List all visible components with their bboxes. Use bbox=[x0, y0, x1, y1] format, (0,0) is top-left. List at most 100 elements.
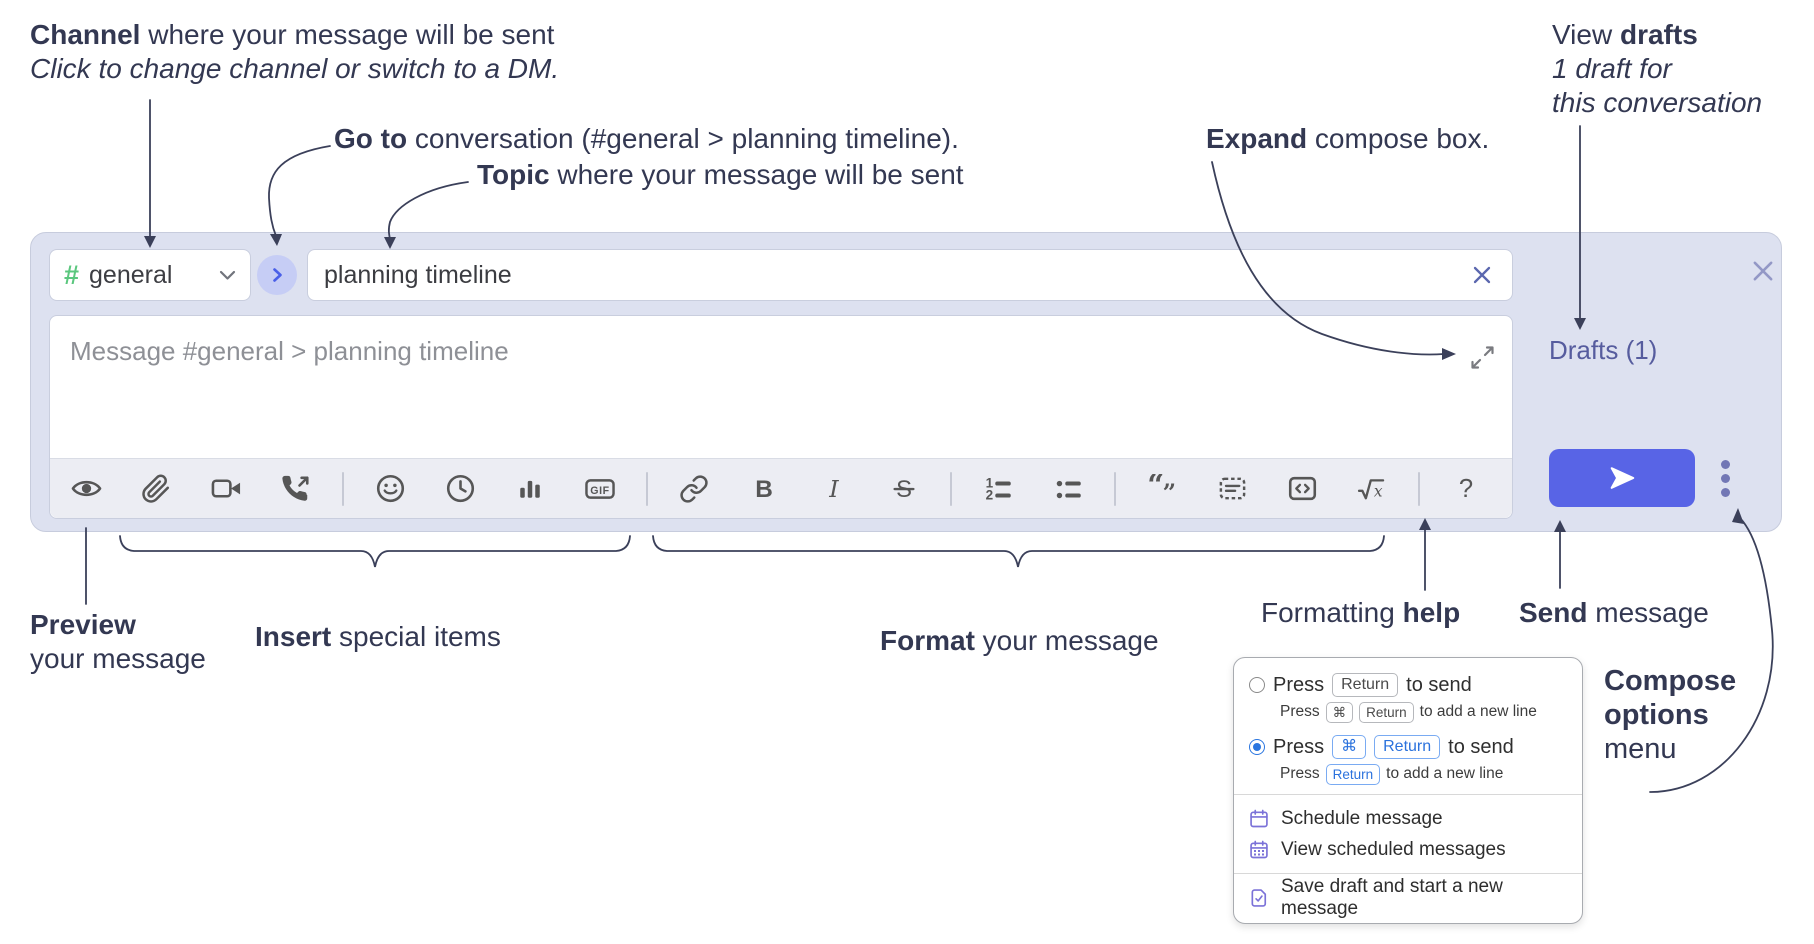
formatting-toolbar: GIF B bbox=[50, 458, 1512, 518]
message-panel: GIF B bbox=[49, 315, 1513, 519]
option-text: to send bbox=[1448, 735, 1514, 758]
calendar-grid-icon bbox=[1250, 840, 1268, 858]
emoji-button[interactable] bbox=[374, 473, 406, 505]
bulleted-list-button[interactable] bbox=[1052, 473, 1084, 505]
gif-icon: GIF bbox=[585, 478, 615, 499]
menu-item-view-scheduled[interactable]: View scheduled messages bbox=[1249, 834, 1567, 865]
question-mark-icon: ? bbox=[1459, 475, 1473, 503]
option-text: Press bbox=[1273, 673, 1325, 696]
menu-item-label: Schedule message bbox=[1281, 807, 1443, 829]
paperclip-icon bbox=[142, 474, 170, 503]
toolbar-divider bbox=[646, 471, 648, 506]
dot bbox=[1721, 474, 1730, 483]
svg-text:GIF: GIF bbox=[590, 484, 609, 496]
menu-item-schedule-message[interactable]: Schedule message bbox=[1249, 803, 1567, 834]
spoiler-icon bbox=[1219, 477, 1245, 500]
numbered-list-icon: 1 2 bbox=[985, 475, 1011, 503]
annotation-send: Send message bbox=[1519, 597, 1709, 628]
bold-button[interactable]: B bbox=[748, 473, 780, 505]
menu-item-label: View scheduled messages bbox=[1281, 838, 1506, 860]
attach-file-button[interactable] bbox=[140, 473, 172, 505]
dot bbox=[1721, 460, 1730, 469]
dot bbox=[1721, 488, 1730, 497]
brace-format bbox=[652, 535, 1385, 568]
phone-outgoing-icon bbox=[282, 475, 309, 501]
send-button[interactable] bbox=[1549, 449, 1695, 507]
math-button[interactable]: x bbox=[1356, 473, 1388, 505]
menu-item-save-draft-new-message[interactable]: Save draft and start a new message bbox=[1249, 876, 1567, 919]
annotation-compose-options: Compose options menu bbox=[1604, 665, 1737, 765]
numbered-list-button[interactable]: 1 2 bbox=[982, 473, 1014, 505]
toolbar-divider bbox=[1418, 471, 1420, 506]
voice-call-button[interactable] bbox=[280, 473, 312, 505]
smiley-icon bbox=[376, 474, 404, 503]
kbd-return: Return bbox=[1332, 673, 1399, 697]
menu-item-label: Save draft and start a new message bbox=[1281, 875, 1503, 919]
message-input[interactable] bbox=[50, 316, 1512, 458]
clear-topic-button[interactable] bbox=[1468, 261, 1496, 289]
video-call-button[interactable] bbox=[210, 473, 242, 505]
code-button[interactable] bbox=[1286, 473, 1318, 505]
expand-compose-button[interactable] bbox=[1467, 342, 1498, 373]
annotation-channel: Channel where your message will be sent … bbox=[30, 19, 560, 84]
svg-text:1: 1 bbox=[985, 475, 993, 490]
annotation-preview: Preview your message bbox=[30, 609, 206, 674]
channel-hash-icon: # bbox=[64, 259, 80, 290]
annotation-expand: Expand compose box. bbox=[1206, 123, 1490, 154]
kbd-return: Return bbox=[1325, 763, 1381, 785]
brace-insert bbox=[119, 535, 631, 568]
video-camera-icon bbox=[211, 479, 240, 498]
global-time-button[interactable] bbox=[444, 473, 476, 505]
italic-button[interactable]: I bbox=[818, 473, 850, 505]
drafts-link[interactable]: Drafts (1) bbox=[1549, 335, 1658, 365]
chevron-down-icon bbox=[219, 270, 236, 280]
option-text: Press bbox=[1273, 735, 1325, 758]
toolbar-divider bbox=[342, 471, 344, 506]
radio-unselected-icon[interactable] bbox=[1249, 677, 1265, 693]
clock-icon bbox=[446, 474, 474, 503]
svg-text:“: “ bbox=[1147, 474, 1164, 502]
close-icon bbox=[1473, 266, 1491, 284]
code-icon bbox=[1288, 476, 1316, 501]
radio-selected-icon[interactable] bbox=[1249, 739, 1265, 755]
kbd-cmd: ⌘ bbox=[1332, 735, 1367, 759]
kbd-return: Return bbox=[1359, 701, 1414, 723]
channel-name: general bbox=[89, 260, 173, 289]
close-compose-button[interactable] bbox=[1747, 255, 1779, 287]
expand-diagonal-icon bbox=[1471, 346, 1494, 369]
message-formatting-help-button[interactable]: ? bbox=[1450, 473, 1482, 505]
chevron-right-icon bbox=[273, 268, 282, 282]
calendar-icon bbox=[1250, 809, 1268, 827]
kbd-cmd: ⌘ bbox=[1325, 701, 1354, 723]
topic-input-wrapper bbox=[307, 249, 1513, 301]
eye-icon bbox=[71, 480, 101, 497]
quote-button[interactable]: “ ” bbox=[1146, 473, 1178, 505]
option-cmd-enter-sends[interactable]: Press ⌘ Return to send bbox=[1249, 732, 1567, 762]
latex-math-icon: x bbox=[1357, 478, 1385, 500]
gif-button[interactable]: GIF bbox=[584, 473, 616, 505]
svg-text:”: ” bbox=[1163, 478, 1176, 503]
send-plane-icon bbox=[1610, 467, 1635, 489]
close-icon bbox=[1753, 261, 1773, 281]
channel-selector-button[interactable]: # general bbox=[49, 249, 251, 301]
option-enter-sends-subtext: Press ⌘ Return to add a new line bbox=[1280, 700, 1567, 724]
menu-divider bbox=[1234, 873, 1582, 874]
toolbar-divider bbox=[950, 471, 952, 506]
svg-text:B: B bbox=[755, 476, 773, 503]
insert-link-button[interactable] bbox=[678, 473, 710, 505]
toolbar-divider bbox=[1114, 471, 1116, 506]
svg-text:?: ? bbox=[1459, 475, 1473, 503]
poll-button[interactable] bbox=[514, 473, 546, 505]
bulleted-list-icon bbox=[1056, 480, 1081, 499]
topic-input[interactable] bbox=[324, 260, 1468, 290]
link-icon bbox=[680, 474, 708, 503]
compose-options-menu-button[interactable] bbox=[1721, 460, 1730, 497]
preview-button[interactable] bbox=[70, 473, 102, 505]
quote-icon: “ ” bbox=[1147, 474, 1176, 504]
strikethrough-button[interactable]: S bbox=[888, 473, 920, 505]
go-to-conversation-button[interactable] bbox=[257, 255, 297, 295]
option-enter-sends[interactable]: Press Return to send bbox=[1249, 670, 1567, 700]
svg-text:I: I bbox=[828, 475, 839, 503]
annotation-topic: Topic where your message will be sent bbox=[477, 159, 964, 190]
spoiler-button[interactable] bbox=[1216, 473, 1248, 505]
